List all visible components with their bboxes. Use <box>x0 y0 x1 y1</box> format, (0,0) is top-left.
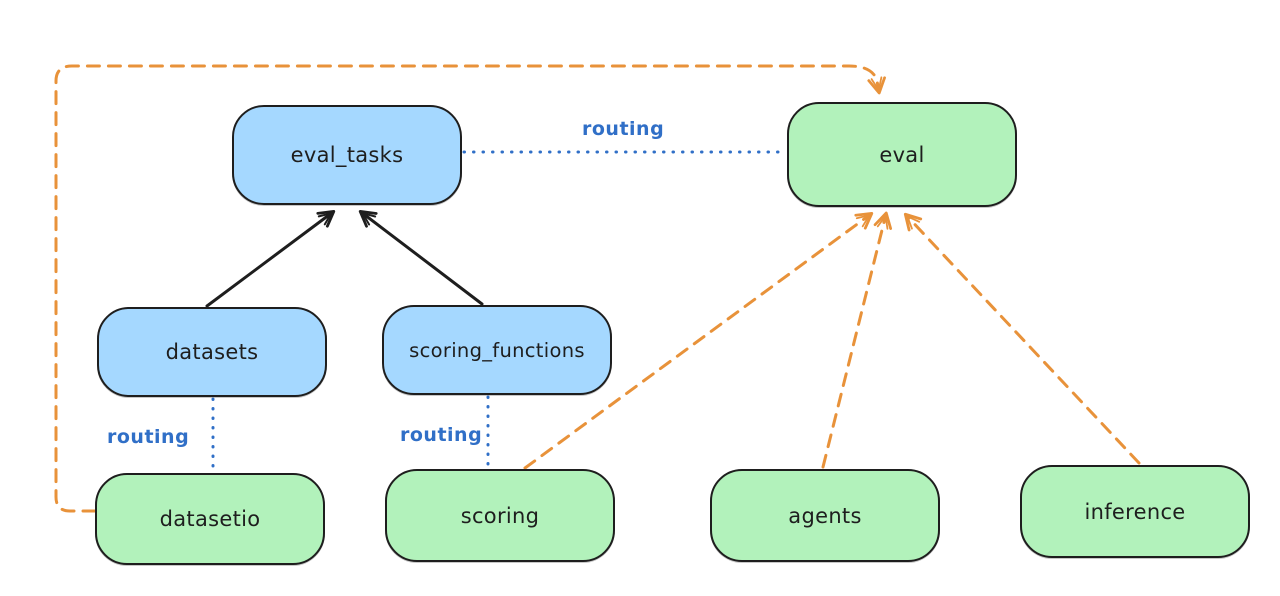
edge-inference-to-eval <box>903 212 1141 465</box>
node-datasetio: datasetio <box>95 473 325 565</box>
node-eval-label: eval <box>879 142 925 167</box>
node-datasets-label: datasets <box>165 340 259 364</box>
node-datasets: datasets <box>97 307 327 397</box>
node-inference: inference <box>1020 465 1250 558</box>
routing-label-datasets-datasetio: routing <box>107 426 190 448</box>
edge-scoring-to-eval <box>523 212 874 470</box>
node-agents: agents <box>710 469 940 562</box>
routing-label-eval-tasks-eval: routing <box>582 118 665 140</box>
node-scoring-functions-label: scoring_functions <box>409 338 585 362</box>
node-eval-tasks: eval_tasks <box>232 105 462 205</box>
node-scoring-label: scoring <box>460 503 540 528</box>
routing-label-scoring-functions-scoring: routing <box>400 424 483 446</box>
edge-datasets-to-eval_tasks <box>205 210 336 308</box>
node-datasetio-label: datasetio <box>159 507 261 531</box>
edge-datasetio-to-eval <box>54 64 886 513</box>
node-eval: eval <box>787 102 1017 207</box>
node-agents-label: agents <box>788 503 862 528</box>
edge-agents-to-eval <box>821 211 893 469</box>
node-eval-tasks-label: eval_tasks <box>290 143 404 167</box>
node-scoring-functions: scoring_functions <box>382 305 612 395</box>
node-scoring: scoring <box>385 469 615 562</box>
node-inference-label: inference <box>1084 499 1186 524</box>
edge-scoring_functions-to-eval_tasks <box>358 209 484 306</box>
